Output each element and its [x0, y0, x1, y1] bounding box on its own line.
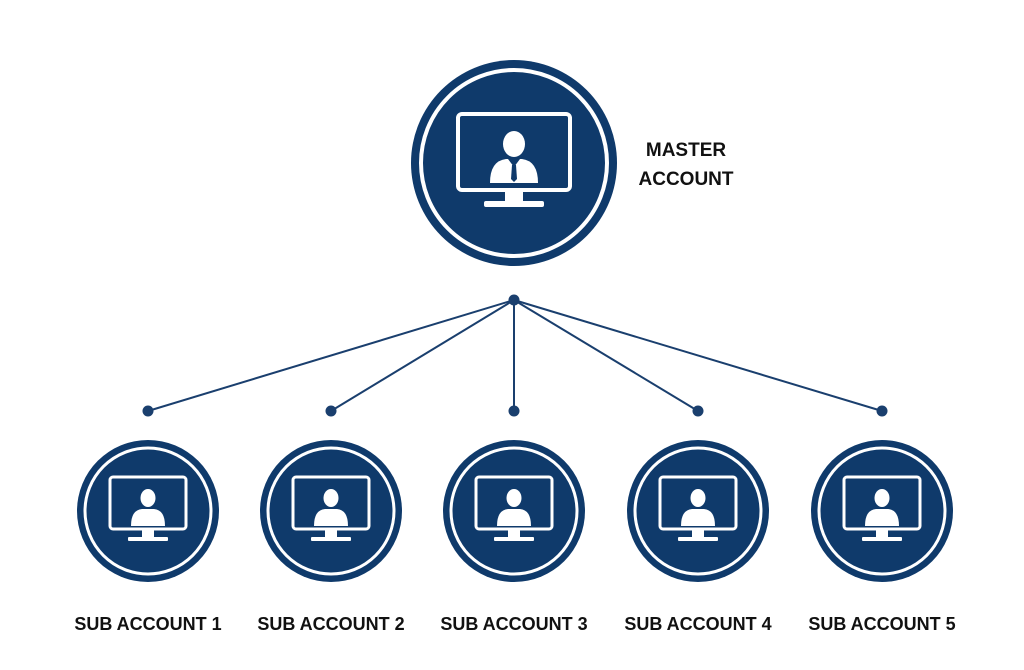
sub-account-label-4: SUB ACCOUNT 4: [624, 614, 771, 634]
sub-account-ring: [266, 446, 396, 576]
account-nodes: SUB ACCOUNT 1 SUB ACCOUNT 2 SUB ACCOUNT 3 S…: [74, 440, 956, 634]
sub-account-node-4: [627, 440, 769, 582]
master-account-label-line1: MASTER: [646, 140, 727, 161]
sub-account-node-3: [443, 440, 585, 582]
master-account-label-line2: ACCOUNT: [639, 169, 734, 190]
sub-account-node-1: [77, 440, 219, 582]
sub-account-label-5: SUB ACCOUNT 5: [808, 614, 955, 634]
connector-line-1: [147, 299, 515, 412]
sub-account-label-2: SUB ACCOUNT 2: [257, 614, 404, 634]
sub-account-ring: [83, 446, 213, 576]
sub-account-label-1: SUB ACCOUNT 1: [74, 614, 221, 634]
sub-account-ring: [817, 446, 947, 576]
master-ring: [419, 68, 609, 258]
sub-account-node-2: [260, 440, 402, 582]
sub-account-ring: [633, 446, 763, 576]
connector-lines: [142, 294, 888, 417]
connector-dot-2: [325, 405, 337, 417]
master-account-node: [411, 60, 617, 266]
connector-dot-3: [508, 405, 520, 417]
connector-line-5: [513, 299, 883, 412]
connector-dot-5: [876, 405, 888, 417]
sub-account-label-3: SUB ACCOUNT 3: [440, 614, 587, 634]
connector-line-4: [513, 299, 699, 412]
connector-dot-1: [142, 405, 154, 417]
hub-dot: [508, 294, 520, 306]
sub-account-ring: [449, 446, 579, 576]
sub-account-node-5: [811, 440, 953, 582]
connector-line-2: [330, 299, 515, 412]
connector-dot-4: [692, 405, 704, 417]
